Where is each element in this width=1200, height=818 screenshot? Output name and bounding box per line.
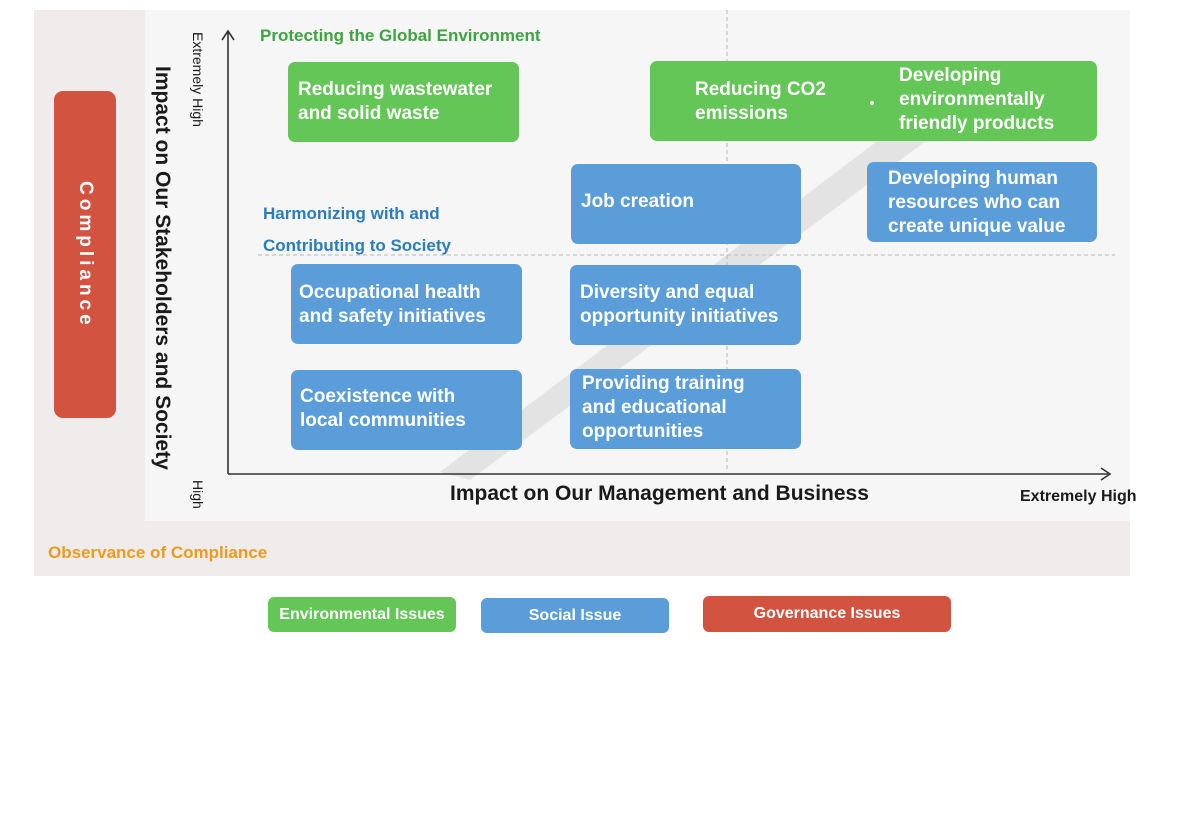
separator-dot: [870, 101, 874, 105]
issue-job-creation: Job creation: [571, 164, 801, 244]
issue-label-eco-products: Developing environmentally friendly prod…: [899, 65, 1055, 134]
issue-label: Job creation: [581, 191, 694, 212]
issue-coexistence-local-communities: Coexistence with local communities: [291, 370, 522, 450]
issue-label: Developing human resources who can creat…: [888, 168, 1066, 237]
society-heading-line1: Harmonizing with and: [263, 204, 440, 223]
society-heading-line2: Contributing to Society: [263, 236, 451, 255]
issue-diversity-equal-opportunity: Diversity and equal opportunity initiati…: [570, 265, 801, 345]
society-section-heading: Harmonizing with and Contributing to Soc…: [263, 198, 451, 262]
issue-label: Occupational health and safety initiativ…: [299, 282, 486, 327]
compliance-pill-label-wrap: Compliance: [54, 91, 116, 418]
x-axis-title: Impact on Our Management and Business: [450, 482, 869, 505]
issue-training-educational-opportunities: Providing training and educational oppor…: [570, 369, 801, 449]
x-axis-end-label: Extremely High: [1020, 488, 1137, 505]
issue-label-co2: Reducing CO2 emissions: [695, 79, 826, 124]
issue-label: Coexistence with local communities: [300, 386, 466, 431]
y-axis-top-label: Extremely High: [190, 32, 206, 127]
observance-compliance-heading: Observance of Compliance: [48, 543, 268, 562]
x-axis-arrow: [1100, 467, 1112, 481]
issue-occupational-health-safety: Occupational health and safety initiativ…: [291, 264, 522, 344]
legend-governance-issues: Governance Issues: [703, 596, 951, 632]
y-axis-title: Impact on Our Stakeholders and Society: [151, 66, 174, 470]
issue-label: Reducing wastewater and solid waste: [298, 79, 493, 124]
issue-label: Diversity and equal opportunity initiati…: [580, 282, 779, 327]
y-axis-arrow: [221, 29, 235, 41]
y-axis-bottom-label: High: [190, 480, 206, 509]
compliance-pill-label: Compliance: [75, 180, 96, 329]
compliance-pill: [54, 91, 116, 418]
legend-environmental-issues: Environmental Issues: [268, 597, 456, 632]
issue-developing-human-resources: Developing human resources who can creat…: [867, 162, 1097, 242]
environment-section-heading: Protecting the Global Environment: [260, 26, 541, 45]
issue-reducing-wastewater: Reducing wastewater and solid waste: [288, 62, 519, 142]
issue-co2-and-products: Reducing CO2 emissions Developing enviro…: [650, 61, 1097, 141]
legend-social-issue: Social Issue: [481, 598, 669, 633]
issue-label: Providing training and educational oppor…: [582, 373, 745, 442]
